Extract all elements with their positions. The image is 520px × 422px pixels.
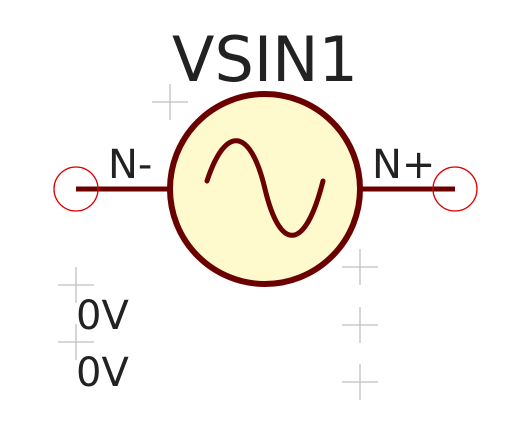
field-value-1[interactable]: 0V (76, 293, 129, 339)
component-reference[interactable]: VSIN1 (172, 23, 358, 96)
pin-label-n-plus: N+ (372, 142, 435, 188)
pin-label-n-minus: N- (108, 142, 152, 188)
sine-wave-icon (204, 138, 326, 238)
crosshair-icon (342, 307, 378, 343)
crosshair-icon (342, 364, 378, 400)
crosshair-icon (58, 267, 94, 303)
pin-endpoint-n-plus[interactable] (432, 166, 478, 212)
crosshair-icon (342, 249, 378, 285)
field-value-2[interactable]: 0V (76, 350, 129, 396)
crosshair-markers (58, 84, 378, 400)
pin-endpoint-n-minus[interactable] (53, 166, 99, 212)
crosshair-icon (58, 324, 94, 360)
crosshair-icon (152, 84, 188, 120)
